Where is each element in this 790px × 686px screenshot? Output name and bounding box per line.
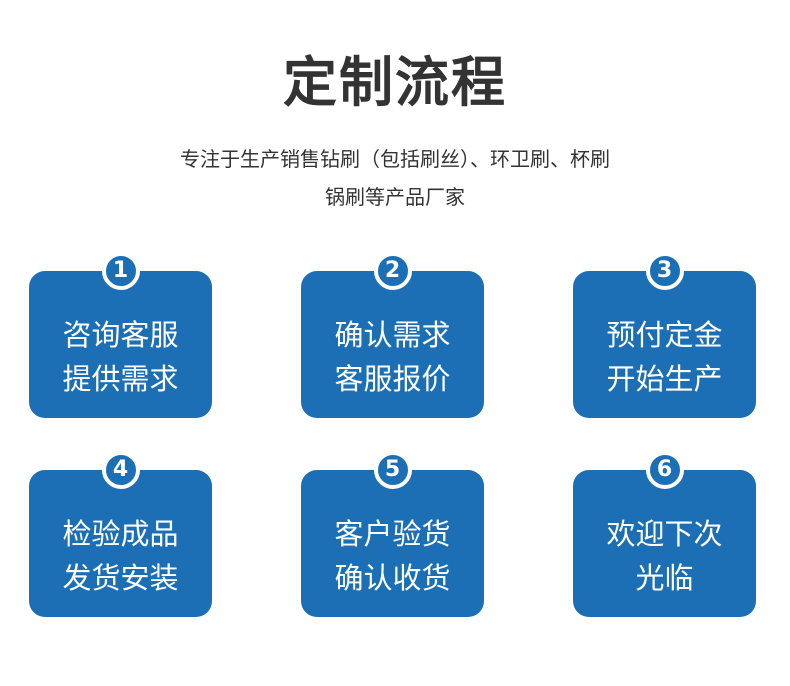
step-text-line-1: 咨询客服 <box>62 318 179 352</box>
step-text: 预付定金 开始生产 <box>573 313 756 401</box>
step-text-line-2: 开始生产 <box>606 362 723 396</box>
step-text-line-1: 预付定金 <box>606 318 723 352</box>
step-number-badge: 1 <box>101 252 140 290</box>
page-title: 定制流程 <box>283 51 507 114</box>
step-card-6: 6 欢迎下次 光临 <box>573 451 756 617</box>
step-card-5: 5 客户验货 确认收货 <box>301 451 484 617</box>
step-text-line-2: 发货安装 <box>62 561 179 595</box>
step-text-line-1: 欢迎下次 <box>606 517 723 551</box>
step-text-line-2: 客服报价 <box>334 362 451 396</box>
step-number-badge: 5 <box>373 451 412 489</box>
step-text: 客户验货 确认收货 <box>301 512 484 600</box>
step-card-2: 2 确认需求 客服报价 <box>301 252 484 418</box>
step-number-badge: 3 <box>645 252 684 290</box>
step-text-line-2: 光临 <box>635 561 694 595</box>
subtitle-line-2: 锅刷等产品厂家 <box>325 185 465 209</box>
step-number-badge: 4 <box>101 451 140 489</box>
step-text-line-1: 检验成品 <box>62 517 179 551</box>
subtitle-line-1: 专注于生产销售钻刷（包括刷丝）、环卫刷、杯刷 <box>180 147 610 171</box>
step-card-1: 1 咨询客服 提供需求 <box>29 252 212 418</box>
step-text-line-2: 提供需求 <box>62 362 179 396</box>
step-text: 咨询客服 提供需求 <box>29 313 212 401</box>
step-number-badge: 2 <box>373 252 412 290</box>
step-number-badge: 6 <box>645 451 684 489</box>
step-text-line-2: 确认收货 <box>334 561 451 595</box>
step-text: 确认需求 客服报价 <box>301 313 484 401</box>
step-text: 检验成品 发货安装 <box>29 512 212 600</box>
step-text-line-1: 确认需求 <box>334 318 451 352</box>
step-card-3: 3 预付定金 开始生产 <box>573 252 756 418</box>
step-card-4: 4 检验成品 发货安装 <box>29 451 212 617</box>
step-text: 欢迎下次 光临 <box>573 512 756 600</box>
step-text-line-1: 客户验货 <box>334 517 451 551</box>
